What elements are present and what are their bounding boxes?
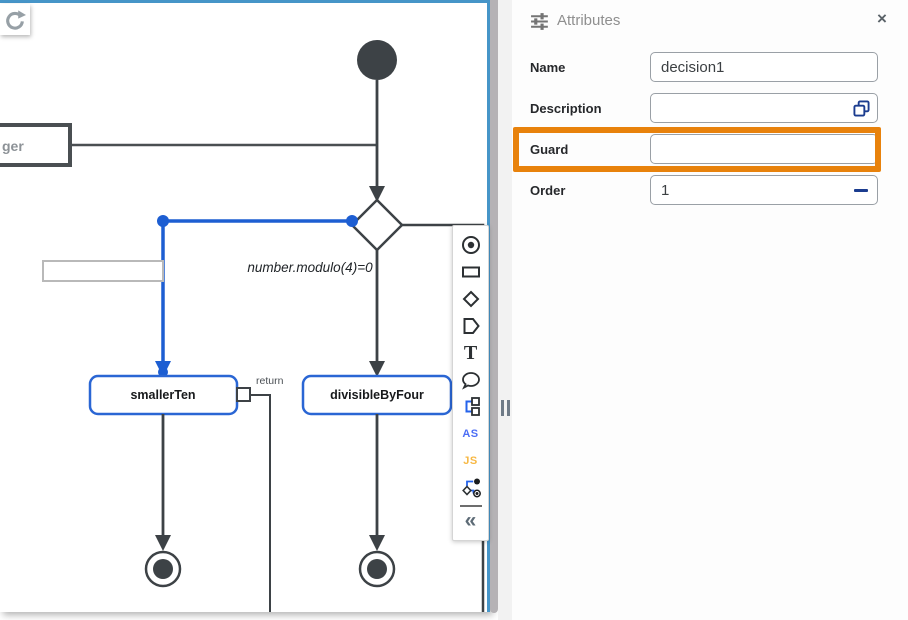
- end-node-left[interactable]: [144, 550, 182, 588]
- text-tool-icon: T: [463, 341, 478, 364]
- comment-icon: [461, 371, 480, 390]
- fork-tool[interactable]: [452, 393, 489, 420]
- order-field-label: Order: [530, 183, 566, 198]
- activity-tool[interactable]: [452, 258, 489, 285]
- close-icon: ×: [877, 9, 887, 28]
- description-field-wrap: [650, 93, 878, 123]
- description-field-label: Description: [530, 101, 602, 116]
- order-field-wrap: [650, 175, 878, 205]
- edge-decision-to-divisible[interactable]: [369, 250, 385, 377]
- connector-port[interactable]: [236, 387, 251, 402]
- guard-field-label: Guard: [530, 142, 569, 157]
- edge-divisible-to-end[interactable]: [369, 414, 385, 551]
- assembly-script-tool[interactable]: AS: [452, 420, 489, 447]
- attributes-panel: Attributes × Name Description Guard Orde…: [512, 0, 908, 620]
- activity-divisible-label: divisibleByFour: [330, 388, 424, 402]
- start-node[interactable]: [357, 40, 397, 80]
- signal-icon: [463, 317, 480, 334]
- palette-toolbar: T AS JS «: [452, 225, 489, 541]
- splitter-handle[interactable]: [500, 400, 510, 416]
- arrowhead-into-divisible: [369, 361, 385, 377]
- edge-return[interactable]: [250, 394, 271, 612]
- diagram-canvas[interactable]: ger number.modulo(4)=0: [0, 0, 490, 612]
- js-icon: JS: [463, 454, 478, 467]
- decision-icon: [462, 290, 479, 307]
- guard-input[interactable]: [650, 134, 878, 164]
- edge-guard-input-box[interactable]: [42, 260, 164, 282]
- text-tool[interactable]: T: [452, 339, 489, 366]
- order-input[interactable]: [650, 175, 878, 205]
- edge-endpoint-handle[interactable]: [346, 215, 358, 227]
- javascript-tool[interactable]: JS: [452, 447, 489, 474]
- guard-field-wrap: [650, 134, 878, 164]
- auto-connect-tool[interactable]: [452, 474, 489, 501]
- decrement-order-button[interactable]: [852, 181, 870, 199]
- start-node-tool[interactable]: [452, 231, 489, 258]
- decision-connect-icon: [461, 478, 481, 497]
- name-field-wrap: [650, 52, 878, 82]
- collapse-toolbar-button[interactable]: «: [452, 509, 489, 536]
- return-edge-label: return: [256, 375, 284, 387]
- arrowhead-into-end-right: [369, 535, 385, 551]
- panel-title: Attributes: [557, 12, 621, 29]
- arrowhead-into-decision: [369, 186, 385, 202]
- fork-icon: [465, 396, 480, 416]
- partial-activity-node[interactable]: ger: [0, 123, 72, 167]
- arrowhead-into-end-left: [155, 535, 171, 551]
- name-field-label: Name: [530, 60, 566, 75]
- canvas-scrollbar[interactable]: [490, 0, 498, 613]
- as-icon: AS: [462, 427, 479, 440]
- refresh-button[interactable]: [0, 4, 30, 35]
- close-panel-button[interactable]: ×: [872, 9, 892, 29]
- decision-tool[interactable]: [452, 285, 489, 312]
- splitter-gutter: [498, 0, 512, 620]
- refresh-icon: [6, 9, 26, 30]
- tune-icon: [531, 13, 548, 30]
- edge-endpoint-handle[interactable]: [158, 367, 168, 377]
- edge-start-to-decision[interactable]: [369, 80, 385, 202]
- activity-smaller-ten[interactable]: smallerTen: [88, 374, 239, 416]
- name-input[interactable]: [650, 52, 878, 82]
- description-input[interactable]: [650, 93, 878, 123]
- activity-diagram: ger number.modulo(4)=0: [0, 40, 485, 612]
- edge-decision-to-smaller-selected[interactable]: [155, 215, 358, 377]
- start-node-icon: [461, 235, 480, 254]
- edge-bend-handle[interactable]: [157, 215, 169, 227]
- edge-guard-label[interactable]: number.modulo(4)=0: [247, 260, 373, 275]
- toolbar-divider: [459, 505, 482, 507]
- expand-description-button[interactable]: [852, 99, 870, 117]
- copy-icon: [852, 99, 870, 117]
- activity-smaller-label: smallerTen: [130, 388, 195, 402]
- comment-tool[interactable]: [452, 366, 489, 393]
- activity-divisible-by-four[interactable]: divisibleByFour: [301, 374, 453, 416]
- decision-node[interactable]: [350, 198, 404, 252]
- signal-tool[interactable]: [452, 312, 489, 339]
- panel-header: Attributes ×: [512, 0, 908, 44]
- end-node-right[interactable]: [358, 550, 396, 588]
- collapse-icon: «: [464, 509, 477, 532]
- minus-icon: [854, 188, 868, 192]
- edge-smaller-to-end[interactable]: [155, 414, 171, 551]
- partial-activity-label: ger: [2, 138, 24, 154]
- activity-icon: [461, 266, 480, 277]
